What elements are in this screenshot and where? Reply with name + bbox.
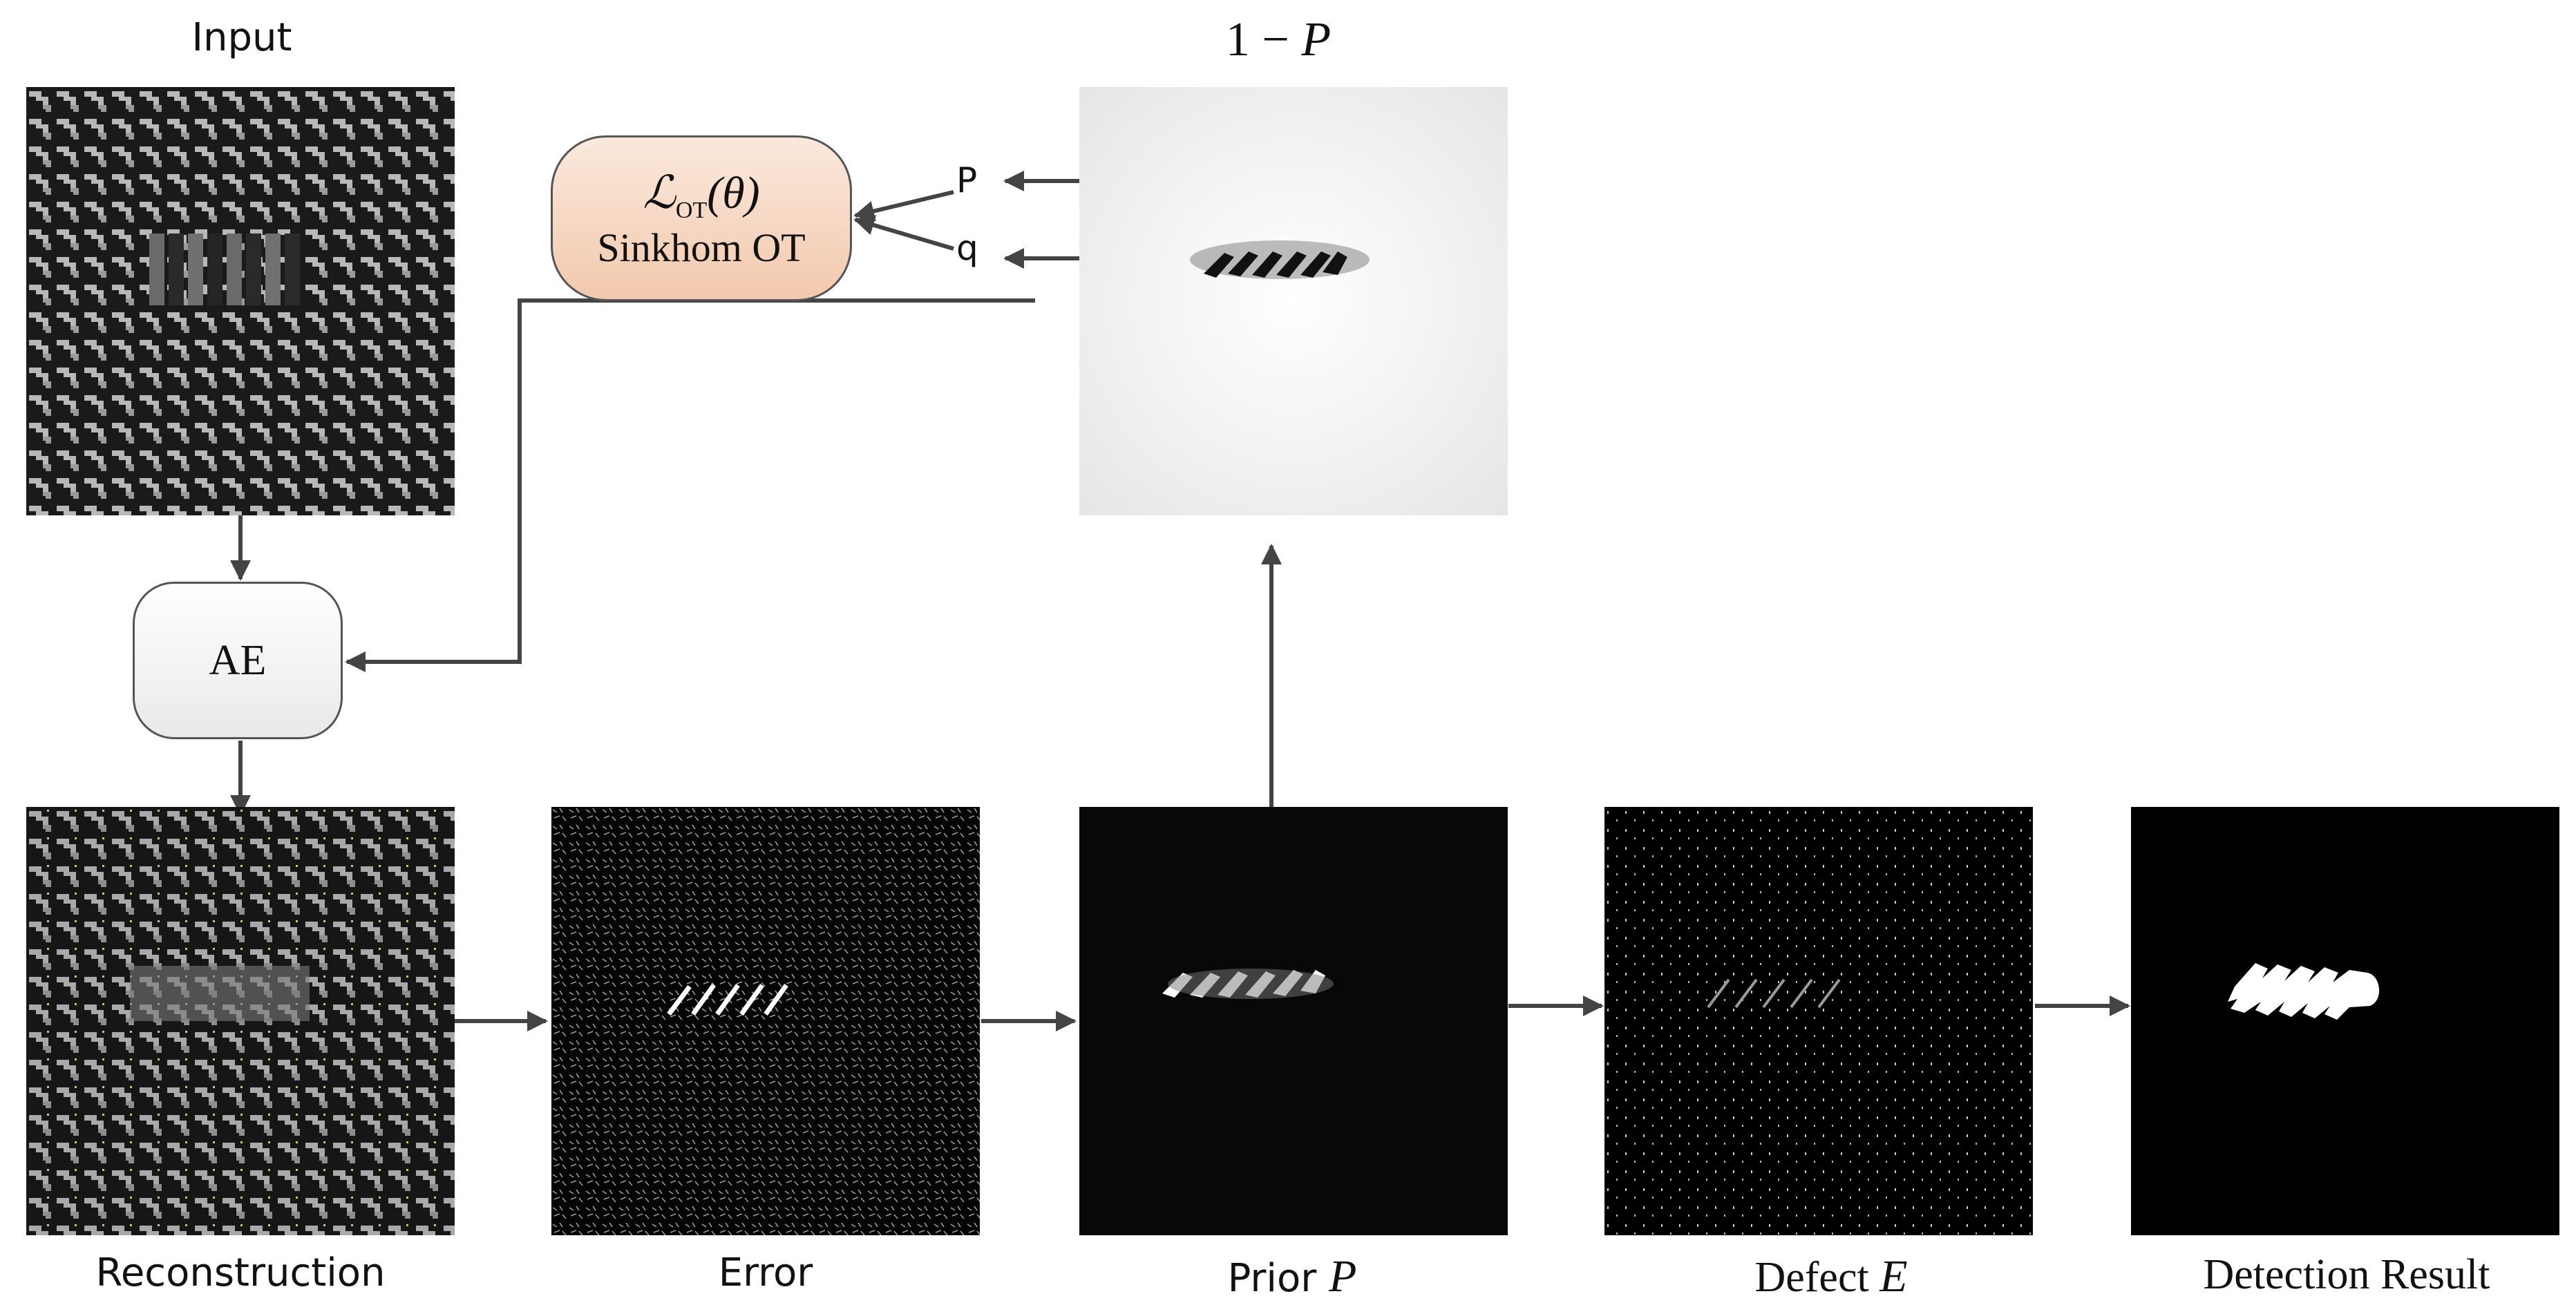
inverted-defect-blob [1190,240,1370,279]
detection-image [2131,807,2559,1235]
defect-region [149,234,300,305]
reconstruction-image [26,807,455,1235]
prior-image [1079,807,1508,1235]
one-minus-p-image [1079,87,1508,515]
ae-label: AE [209,636,267,684]
error-defect-streaks [667,983,788,1016]
prior-defect-blob [1162,969,1334,999]
error-image [551,807,980,1235]
arrow-p-to-ot [853,190,954,222]
ae-box: AE [133,582,343,739]
label-prior: Prior P [1175,1250,1410,1303]
ot-name: Sinkhom OT [597,225,806,270]
prior-symbol: P [1329,1251,1357,1302]
label-one-minus-p: 1 − P [1202,12,1354,68]
label-input: Input [191,15,292,60]
defect-word: Defect [1754,1254,1869,1301]
loss-symbol: ℒ [643,168,676,219]
label-p-distribution: P [956,160,978,200]
input-image [26,87,455,515]
ot-loss-formula: ℒOT(θ) [643,166,759,224]
arrow-q-to-ot [853,215,954,251]
label-q-distribution: q [956,228,978,268]
defect-image [1604,807,2033,1235]
one-minus-p-prefix: 1 − [1225,13,1302,66]
label-defect: Defect E [1714,1250,1949,1303]
loss-subscript: OT [675,198,708,224]
detection-mask [2228,963,2380,1020]
prior-word: Prior [1227,1256,1317,1301]
label-detection-result: Detection Result [2203,1251,2490,1298]
sinkhorn-ot-box: ℒOT(θ) Sinkhom OT [551,135,852,301]
one-minus-p-symbol: P [1301,13,1332,66]
loss-argument: (θ) [707,168,760,219]
label-error: Error [718,1250,813,1295]
label-reconstruction: Reconstruction [95,1250,386,1295]
defect-streaks [1707,978,1841,1009]
defect-symbol: E [1879,1251,1908,1302]
